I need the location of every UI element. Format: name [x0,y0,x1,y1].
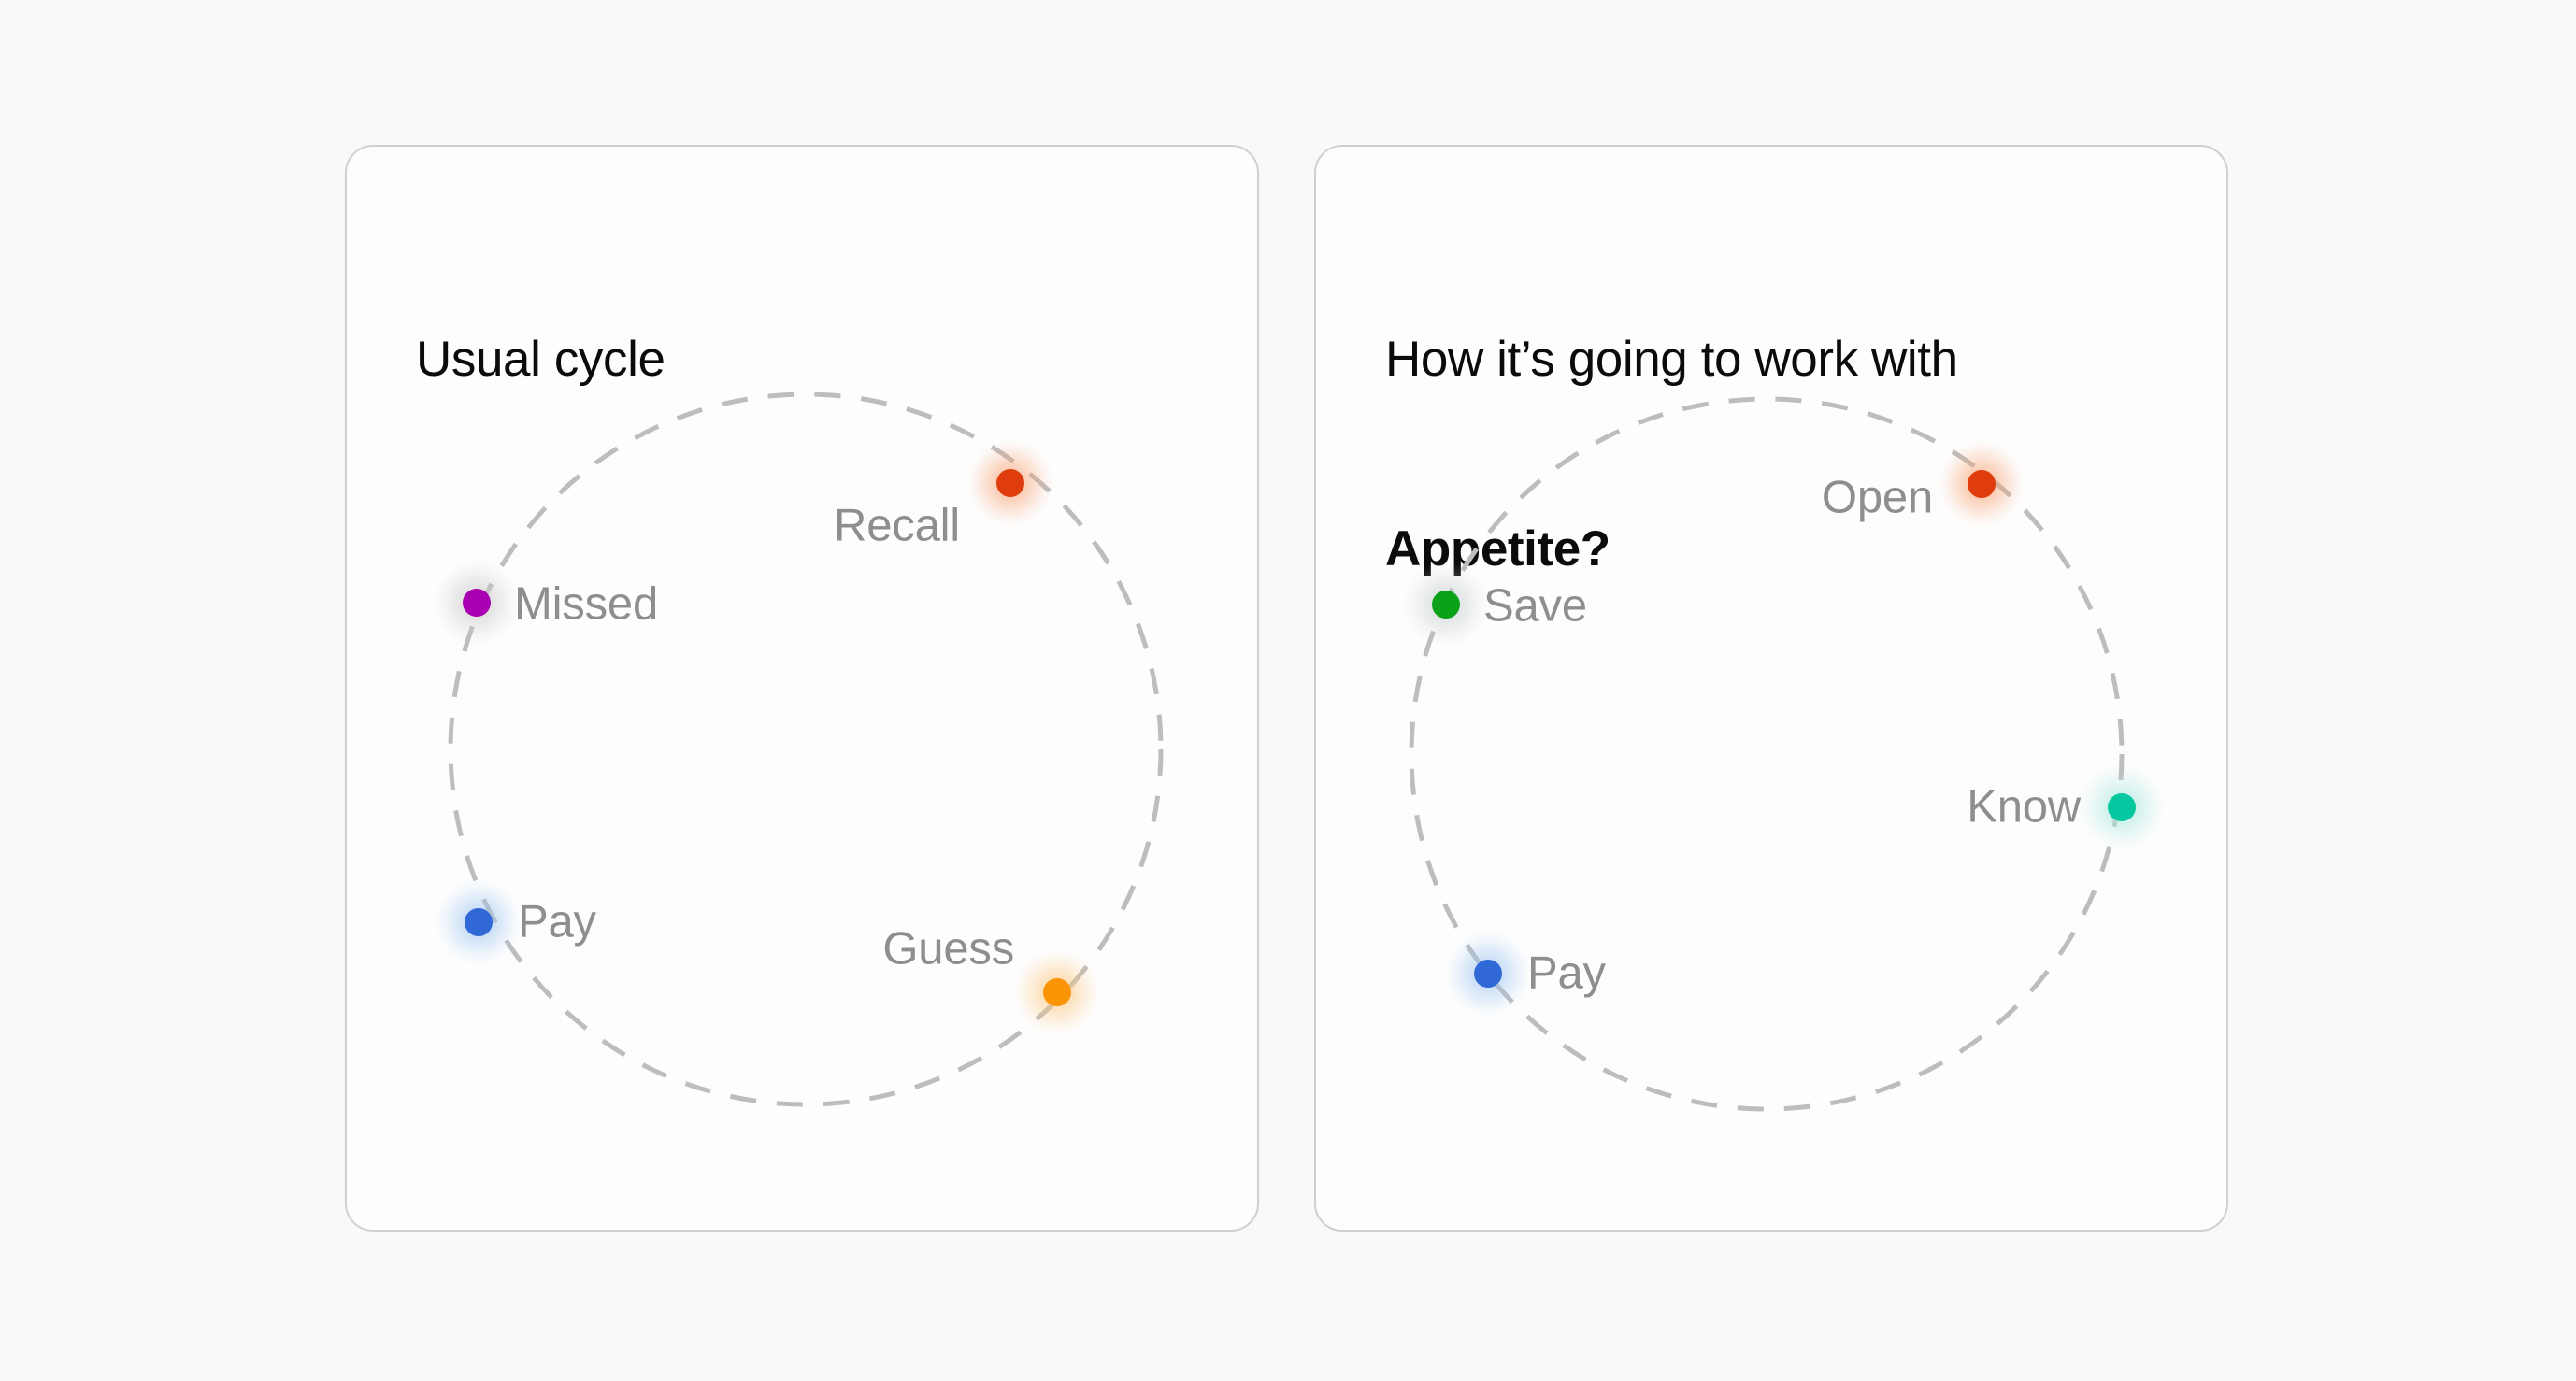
node-label-open: Open [1821,472,1933,523]
node-dot-pay[interactable] [1474,960,1502,988]
node-label-pay: Pay [1527,947,1606,999]
node-label-guess: Guess [882,923,1014,975]
cycle-circle-svg-appetite [1409,396,2125,1112]
node-dot-guess[interactable] [1043,978,1071,1006]
node-label-pay: Pay [518,896,596,947]
card-appetite-cycle: How it’s going to work with Appetite? Op… [1314,145,2228,1232]
node-label-recall: Recall [834,500,960,551]
dashed-cycle-circle [448,392,1164,1107]
node-dot-save[interactable] [1432,591,1460,619]
node-label-missed: Missed [514,578,659,630]
node-dot-pay[interactable] [465,908,493,936]
node-label-know: Know [1967,781,2081,833]
node-dot-missed[interactable] [463,589,491,617]
node-dot-open[interactable] [1968,470,1996,498]
dashed-cycle-circle [1409,396,2125,1112]
card-title-usual-cycle: Usual cycle [416,201,665,518]
cycle-circle-svg-usual [448,392,1164,1107]
node-dot-recall[interactable] [996,469,1024,497]
card-title-line-1: Usual cycle [416,331,665,387]
node-label-save: Save [1483,580,1587,632]
card-title-line-1: How it’s going to work with [1385,331,1958,387]
node-dot-know[interactable] [2108,793,2136,821]
